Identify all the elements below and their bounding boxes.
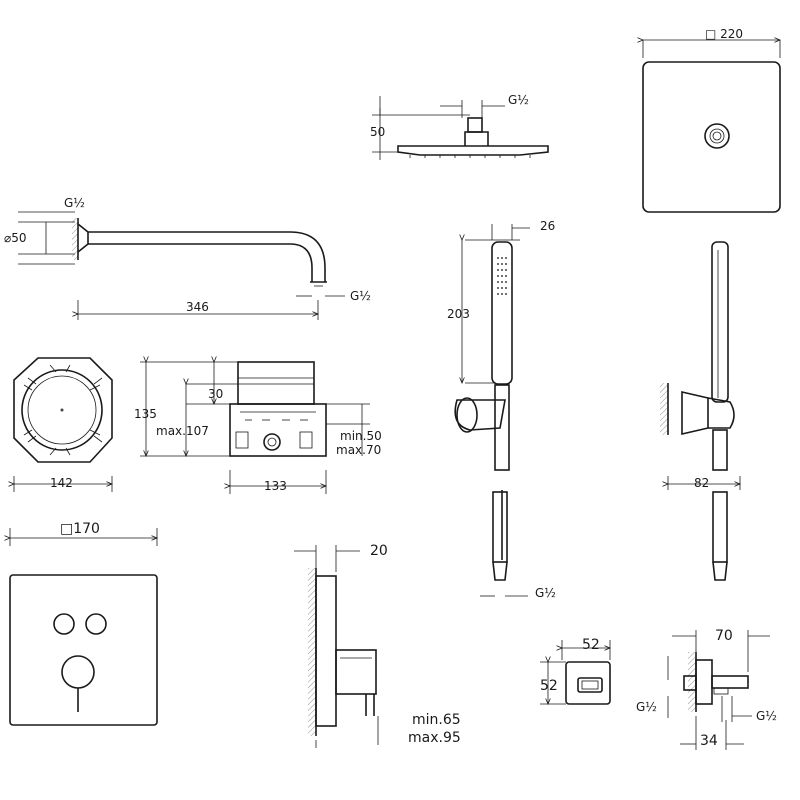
head-square-dim: □ 220 <box>705 27 743 41</box>
holder-side: 82 <box>660 241 740 581</box>
elbow-length-dim: 70 <box>715 628 733 644</box>
box-top-view: 142 <box>14 357 112 492</box>
body-height-dim: 135 <box>134 407 157 421</box>
wall-elbow-side: 70 G½ G½ 34 <box>636 628 777 750</box>
holder-depth-dim: 82 <box>694 476 709 490</box>
arm-length-dim: 346 <box>186 300 209 314</box>
head-thread-dim: G½ <box>508 93 529 107</box>
valve-max-dim: max.95 <box>408 730 461 746</box>
shower-head-side: 50 G½ <box>370 93 549 160</box>
shower-arm: ⌀50 G½ 346 G½ <box>4 196 371 320</box>
arm-outlet-thread-dim: G½ <box>350 289 371 303</box>
outlet-height-dim: 52 <box>540 678 558 694</box>
body-max-wall-dim: max.70 <box>336 443 381 457</box>
arm-diameter-dim: ⌀50 <box>4 231 27 245</box>
valve-min-dim: min.65 <box>412 712 461 728</box>
handshower-width-dim: 26 <box>540 219 555 233</box>
elbow-thread-left-dim: G½ <box>636 700 657 714</box>
elbow-thread-right-dim: G½ <box>756 709 777 723</box>
body-side-view: 135 30 max.107 min.50 max.70 133 <box>134 362 382 494</box>
box-width-dim: 142 <box>50 476 73 490</box>
body-top-dim: 30 <box>208 387 223 401</box>
body-max-depth-dim: max.107 <box>156 424 209 438</box>
head-height-dim: 50 <box>370 125 385 139</box>
arm-wall-thread-dim: G½ <box>64 196 85 210</box>
handshower-length-dim: 203 <box>447 307 470 321</box>
wall-outlet-front: 52 52 <box>540 637 611 705</box>
hose-thread-dim: G½ <box>535 586 556 600</box>
control-plate-side: 20 min.65 max.95 <box>294 543 461 748</box>
plate-square-dim: □170 <box>60 521 100 537</box>
plate-depth-dim: 20 <box>370 543 388 559</box>
handshower-front: 203 26 G½ <box>447 219 556 600</box>
control-plate-front: □170 <box>10 521 158 726</box>
outlet-width-dim: 52 <box>582 637 600 653</box>
head-plate-view: □ 220 <box>643 27 781 213</box>
elbow-width-dim: 34 <box>700 733 718 749</box>
body-min-wall-dim: min.50 <box>340 429 382 443</box>
body-width-dim: 133 <box>264 479 287 493</box>
